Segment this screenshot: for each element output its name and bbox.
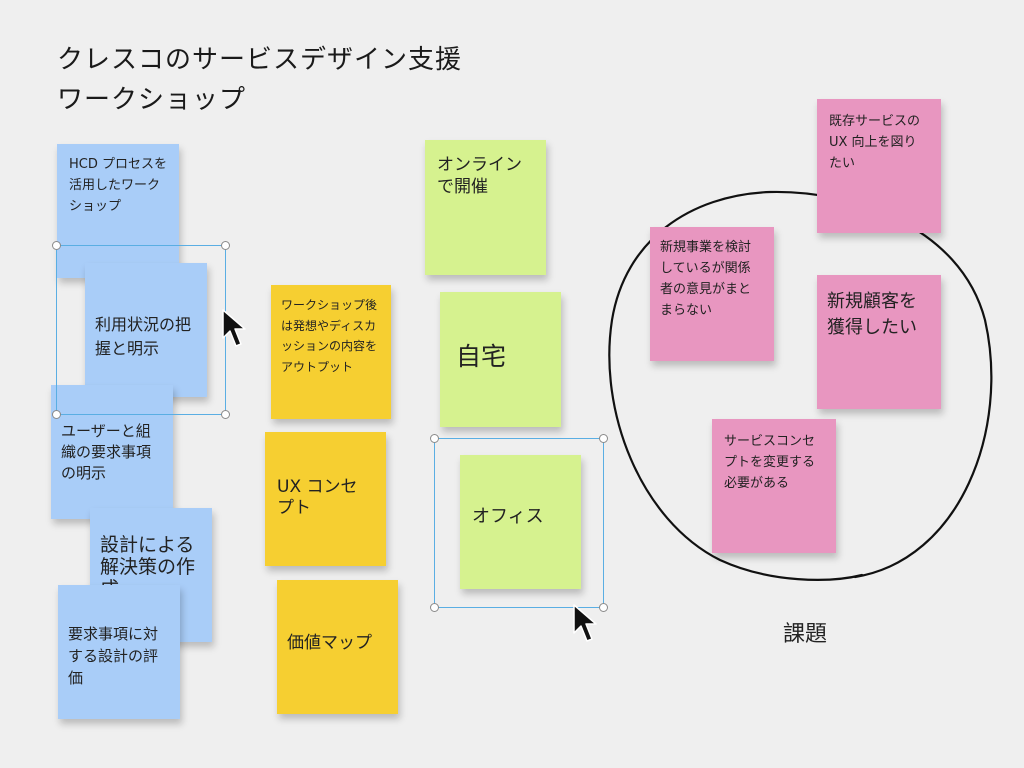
note-text: UX コンセプト <box>277 477 358 518</box>
note-text: オフィス <box>472 506 544 527</box>
selection-frame-green[interactable] <box>430 434 608 612</box>
note-text: 価値マップ <box>287 633 372 653</box>
sticky-note-yellow-output[interactable]: ワークショップ後は発想やディスカッションの内容をアウトプット <box>271 285 391 419</box>
note-text: 自宅 <box>456 342 507 371</box>
resize-handle-bottom-left[interactable] <box>430 603 439 612</box>
sticky-note-pink-existing-ux[interactable]: 既存サービスの UX 向上を図りたい <box>817 99 941 233</box>
note-text: 新規事業を検討しているが関係者の意見がまとまらない <box>660 240 752 318</box>
note-text: 設計による解決策の作成 <box>100 534 196 600</box>
note-text: オンラインで開催 <box>437 155 522 197</box>
note-text: ユーザーと組織の要求事項の明示 <box>61 422 152 482</box>
note-text: 既存サービスの UX 向上を図りたい <box>829 114 921 171</box>
sticky-note-pink-concept-change[interactable]: サービスコンセプトを変更する必要がある <box>712 419 836 553</box>
sticky-note-pink-new-customers[interactable]: 新規顧客を獲得したい <box>817 275 941 409</box>
sticky-note-yellow-ux-concept[interactable]: UX コンセプト <box>265 432 386 566</box>
sticky-note-blue-requirements[interactable]: ユーザーと組織の要求事項の明示 <box>51 385 173 519</box>
board-title: クレスコのサービスデザイン支援 ワークショップ <box>57 40 462 120</box>
resize-handle-bottom-right[interactable] <box>221 410 230 419</box>
note-text: HCD プロセスを活用したワークショップ <box>69 157 167 214</box>
note-text: 利用状況の把握と明示 <box>95 315 192 358</box>
selection-frame-blue[interactable] <box>52 241 230 419</box>
issues-label: 課題 <box>783 622 828 647</box>
sticky-note-blue-evaluation[interactable]: 要求事項に対する設計の評価 <box>58 585 180 719</box>
resize-handle-bottom-left[interactable] <box>52 410 61 419</box>
note-text: 新規顧客を獲得したい <box>827 291 917 338</box>
resize-handle-top-right[interactable] <box>221 241 230 250</box>
sticky-note-green-home[interactable]: 自宅 <box>440 292 561 427</box>
resize-handle-bottom-right[interactable] <box>599 603 608 612</box>
note-text: 要求事項に対する設計の評価 <box>68 625 159 687</box>
title-line-1: クレスコのサービスデザイン支援 <box>57 45 463 75</box>
note-text: サービスコンセプトを変更する必要がある <box>724 434 816 491</box>
resize-handle-top-left[interactable] <box>430 434 439 443</box>
sticky-note-yellow-value-map[interactable]: 価値マップ <box>277 580 398 714</box>
title-line-2: ワークショップ <box>57 85 247 115</box>
note-text: ワークショップ後は発想やディスカッションの内容をアウトプット <box>281 298 378 374</box>
cursor-arrow-icon <box>573 604 597 642</box>
cursor-arrow-icon <box>222 309 246 347</box>
resize-handle-top-left[interactable] <box>52 241 61 250</box>
resize-handle-top-right[interactable] <box>599 434 608 443</box>
sticky-note-pink-new-business[interactable]: 新規事業を検討しているが関係者の意見がまとまらない <box>650 227 774 361</box>
sticky-note-blue-context[interactable]: 利用状況の把握と明示 <box>85 263 207 397</box>
sticky-note-green-office[interactable]: オフィス <box>460 455 581 589</box>
sticky-note-green-online[interactable]: オンラインで開催 <box>425 140 546 275</box>
sticky-note-blue-hcd[interactable]: HCD プロセスを活用したワークショップ <box>57 144 179 278</box>
